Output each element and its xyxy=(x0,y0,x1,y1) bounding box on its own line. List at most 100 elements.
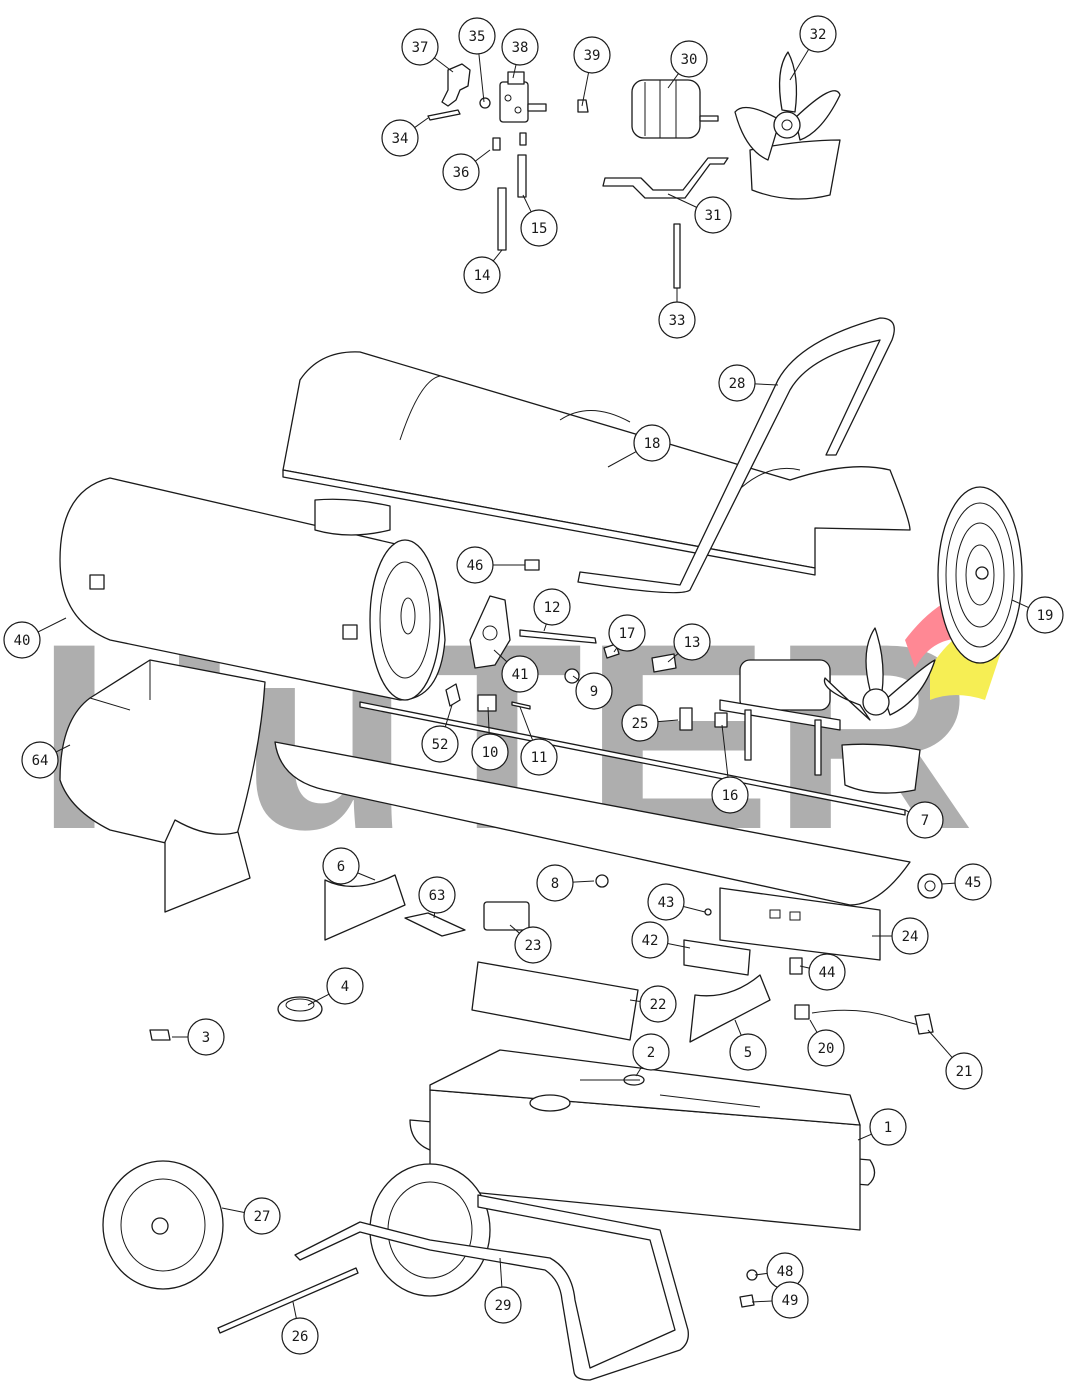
callout-leader-line xyxy=(522,194,532,213)
callout-circle xyxy=(771,1281,809,1319)
callout-circle xyxy=(442,153,480,191)
shield-parts xyxy=(59,659,911,906)
callout-circle xyxy=(326,967,364,1005)
callout-37: 37 xyxy=(401,28,454,73)
callout-leader-line xyxy=(927,1029,953,1058)
callout-circle xyxy=(718,364,756,402)
callout-number: 64 xyxy=(32,753,49,769)
callout-leader-line xyxy=(657,719,679,723)
callout-45: 45 xyxy=(941,863,992,901)
callout-circle xyxy=(673,623,711,661)
callout-circle xyxy=(945,1052,983,1090)
callout-number: 44 xyxy=(819,965,836,981)
callout-number: 3 xyxy=(202,1030,210,1046)
part-6-bracket xyxy=(324,874,406,941)
callout-leader-line xyxy=(667,653,679,663)
callout-circle xyxy=(471,733,509,771)
part-32-fan-blade-shroud xyxy=(749,139,841,200)
part-22-cover-plate xyxy=(471,961,639,1041)
callout-circle xyxy=(631,921,669,959)
callout-number: 22 xyxy=(650,997,667,1013)
callout-leader-line xyxy=(307,993,330,1006)
callout-number: 8 xyxy=(551,876,559,892)
callout-number: 14 xyxy=(474,268,491,284)
part-64-heat-shield xyxy=(59,659,266,859)
callout-circle xyxy=(520,738,558,776)
part-17-fitting xyxy=(603,643,620,659)
pump-motor xyxy=(739,659,831,711)
callout-circle xyxy=(808,953,846,991)
callout-circle xyxy=(514,926,552,964)
callout-leader-line xyxy=(414,117,429,128)
callout-circle xyxy=(456,546,494,584)
callout-circle xyxy=(501,28,539,66)
part-1-tank-filler-opening xyxy=(529,1094,571,1112)
part-32-fan-hub xyxy=(773,111,801,139)
callout-number: 30 xyxy=(681,52,698,68)
part-14-tube xyxy=(497,187,507,251)
part-26-axle xyxy=(217,1267,359,1334)
callout-39: 39 xyxy=(573,36,611,107)
callout-circle xyxy=(658,301,696,339)
part-38-valve-top xyxy=(507,71,525,85)
assembled-fan-blade-top xyxy=(865,627,884,693)
callout-leader-line xyxy=(475,149,491,162)
callout-leader-line xyxy=(221,1207,245,1213)
callout-35: 35 xyxy=(458,17,496,103)
callout-circle xyxy=(639,985,677,1023)
part-32-fan-blade-left xyxy=(734,106,781,161)
callout-leader-line xyxy=(433,912,436,919)
part-4-fuel-cap xyxy=(277,996,323,1022)
callout-circle xyxy=(463,256,501,294)
callout-circle xyxy=(608,614,646,652)
callout-17: 17 xyxy=(608,614,646,653)
callout-leader-line xyxy=(434,57,454,73)
callout-circle xyxy=(401,28,439,66)
wheel-frame-parts xyxy=(102,1160,758,1381)
assembled-fan-hub xyxy=(862,688,890,716)
callout-leader-line xyxy=(493,649,508,663)
callout-leader-line xyxy=(904,809,910,813)
callout-13: 13 xyxy=(667,623,711,663)
callout-number: 32 xyxy=(810,27,827,43)
callout-5: 5 xyxy=(729,1019,767,1071)
callout-circle xyxy=(484,1286,522,1324)
callout-circle xyxy=(954,863,992,901)
callout-leader-line xyxy=(941,882,956,885)
part-36-fitting-b xyxy=(519,132,527,146)
callout-number: 48 xyxy=(777,1264,794,1280)
callout-number: 23 xyxy=(525,938,542,954)
callout-leader-line xyxy=(607,451,637,468)
callout-32: 32 xyxy=(789,15,837,81)
callout-24: 24 xyxy=(872,917,929,955)
part-30-motor-shaft xyxy=(699,115,719,122)
callout-12: 12 xyxy=(533,588,571,632)
callout-11: 11 xyxy=(519,706,558,776)
part-63-plate xyxy=(404,912,466,937)
fuel-tank-parts xyxy=(409,1049,876,1231)
callout-14: 14 xyxy=(463,249,503,294)
callout-circle xyxy=(869,1108,907,1146)
callout-9: 9 xyxy=(572,672,613,710)
callout-circle xyxy=(458,17,496,55)
callout-46: 46 xyxy=(456,546,525,584)
callout-number: 6 xyxy=(337,859,345,875)
part-42-circuit-board xyxy=(683,939,751,976)
callout-38: 38 xyxy=(501,28,539,79)
callout-leader-line xyxy=(799,965,810,969)
valve-assembly-parts xyxy=(427,63,589,251)
part-46-fitting xyxy=(524,559,540,571)
callout-circle xyxy=(729,1033,767,1071)
callout-29: 29 xyxy=(484,1257,522,1324)
callout-circle xyxy=(891,917,929,955)
callout-49: 49 xyxy=(751,1281,809,1319)
callout-leader-line xyxy=(751,1300,773,1303)
callout-number: 26 xyxy=(292,1329,309,1345)
part-32-fan-blade-right xyxy=(794,90,841,141)
callout-circle xyxy=(243,1197,281,1235)
callout-28: 28 xyxy=(718,364,779,402)
part-40-end-plate xyxy=(369,539,441,701)
part-9-nozzle xyxy=(564,668,580,684)
callout-33: 33 xyxy=(658,288,696,339)
